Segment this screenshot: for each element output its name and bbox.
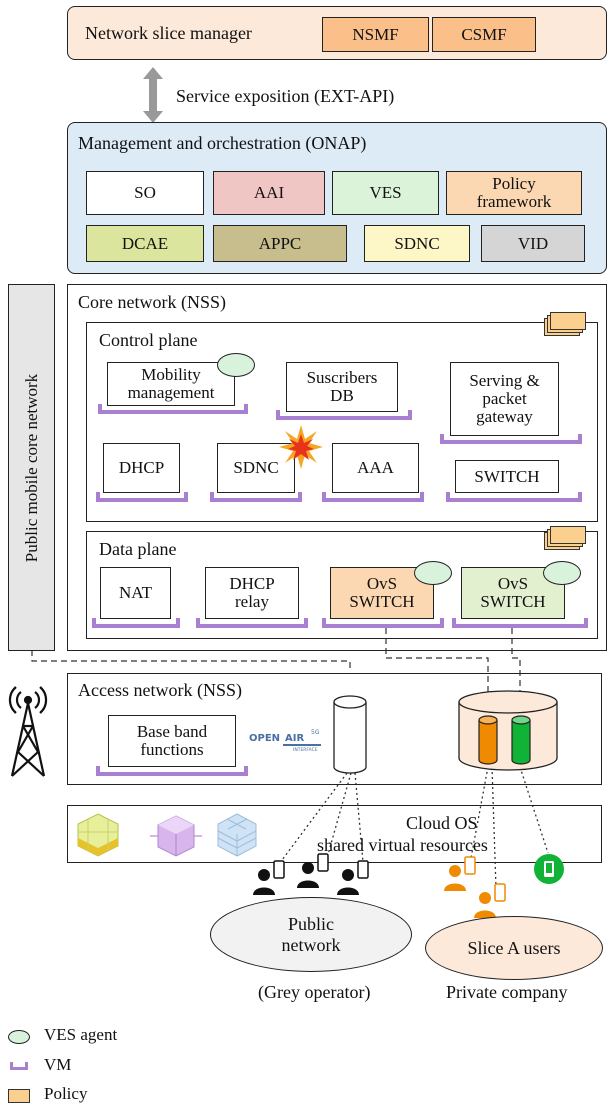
private-database-cylinder — [458, 690, 558, 772]
vm-marker — [210, 492, 302, 502]
legend-ves-agent-icon — [8, 1030, 30, 1044]
network-cube-icon — [150, 814, 202, 858]
aai-block: AAI — [213, 171, 325, 215]
vid-block: VID — [481, 225, 585, 262]
public-mobile-core-bar: Public mobile core network — [8, 284, 55, 651]
mano-title: Management and orchestration (ONAP) — [78, 133, 367, 153]
nat-block: NAT — [100, 567, 171, 619]
policy-icon — [544, 526, 586, 550]
storage-cube-icon — [214, 812, 260, 858]
serving-packet-gateway-block: Serving & packet gateway — [450, 362, 559, 436]
appc-block: APPC — [213, 225, 347, 262]
core-network-title: Core network (NSS) — [78, 292, 226, 312]
dcae-block: DCAE — [86, 225, 204, 262]
legend-vm-label: VM — [44, 1055, 72, 1074]
legend-policy-icon — [8, 1089, 30, 1103]
base-band-functions-block: Base band functions — [108, 715, 236, 767]
policy-framework-block: Policy framework — [446, 171, 582, 215]
ves-block: VES — [332, 171, 439, 215]
cloud-os-line2: shared virtual resources — [317, 835, 488, 855]
dhcp-block: DHCP — [103, 443, 180, 493]
control-plane-region: Control plane — [86, 322, 598, 522]
cloud-os-line1: Cloud OS — [406, 813, 478, 833]
public-database-cylinder — [333, 695, 367, 775]
antenna-tower-icon — [8, 678, 48, 778]
vm-marker — [98, 404, 248, 414]
vm-marker — [96, 492, 188, 502]
core-network-region: Core network (NSS) — [67, 284, 607, 651]
vm-marker — [446, 492, 582, 502]
legend-policy-label: Policy — [44, 1084, 88, 1103]
slice-a-users-label: Slice A users — [467, 937, 561, 958]
nsmf-block: NSMF — [322, 17, 429, 52]
slice-phone-icon — [533, 853, 565, 885]
exposition-arrow — [143, 67, 163, 123]
mano-region: Management and orchestration (ONAP) SO A… — [67, 122, 607, 274]
legend-vm-icon — [10, 1062, 28, 1070]
svg-text:OPEN: OPEN — [249, 733, 280, 744]
ves-agent-icon — [543, 561, 581, 585]
dhcp-relay-block: DHCP relay — [205, 567, 299, 619]
csmf-block: CSMF — [432, 17, 536, 52]
public-network-label: Public network — [281, 913, 341, 955]
public-network-ellipse: Public network — [210, 897, 412, 972]
network-slice-manager: Network slice manager NSMF CSMF — [67, 6, 607, 60]
public-mobile-core-label: Public mobile core network — [21, 373, 41, 562]
ves-agent-icon — [217, 353, 255, 377]
sdnc-block: SDNC — [364, 225, 470, 262]
cloud-os-region: Cloud OS shared virtual resources — [67, 805, 602, 863]
slice-a-users-ellipse: Slice A users — [425, 916, 603, 980]
slice-user-with-phone-icon — [443, 853, 481, 893]
svg-text:INTERFACE: INTERFACE — [293, 747, 318, 753]
private-company-caption: Private company — [446, 982, 568, 1002]
ves-agent-icon — [414, 561, 452, 585]
dotted-user-links — [281, 766, 549, 889]
access-network-region: Access network (NSS) — [67, 673, 602, 785]
legend: VES agent VM Policy — [0, 1020, 200, 1110]
aaa-block: AAA — [332, 443, 419, 493]
public-network-caption: (Grey operator) — [258, 982, 371, 1002]
vm-marker — [440, 434, 582, 444]
slice-user-with-phone-icon — [473, 880, 511, 920]
svg-text:AIR: AIR — [285, 733, 304, 744]
legend-ves-agent-label: VES agent — [44, 1025, 118, 1044]
user-with-phone-icon — [336, 857, 374, 897]
vm-marker — [276, 410, 412, 420]
user-with-phone-icon — [296, 850, 334, 890]
vm-marker — [322, 492, 424, 502]
access-network-title: Access network (NSS) — [78, 680, 242, 700]
dashed-links — [31, 628, 521, 700]
data-plane-region: Data plane — [86, 531, 598, 639]
compute-cube-icon — [74, 812, 122, 858]
service-exposition-label: Service exposition (EXT-API) — [176, 86, 395, 106]
vm-marker — [92, 618, 180, 628]
vm-marker — [452, 618, 588, 628]
burst-icon — [279, 425, 323, 469]
policy-icon — [544, 312, 586, 336]
vm-marker — [96, 766, 248, 776]
openairinterface-logo: OPEN AIR 5G INTERFACE — [247, 725, 325, 753]
mobility-management-block: Mobility management — [107, 362, 235, 406]
user-with-phone-icon — [252, 857, 290, 897]
switch-block: SWITCH — [455, 460, 559, 493]
data-plane-title: Data plane — [99, 539, 177, 559]
sdnc-control-block: SDNC — [217, 443, 295, 493]
control-plane-title: Control plane — [99, 330, 198, 350]
vm-marker — [196, 618, 308, 628]
network-slice-manager-title: Network slice manager — [85, 23, 252, 43]
vm-marker — [322, 618, 444, 628]
subscribers-db-block: Suscribers DB — [286, 362, 398, 412]
so-block: SO — [86, 171, 204, 215]
svg-text:5G: 5G — [311, 729, 320, 736]
